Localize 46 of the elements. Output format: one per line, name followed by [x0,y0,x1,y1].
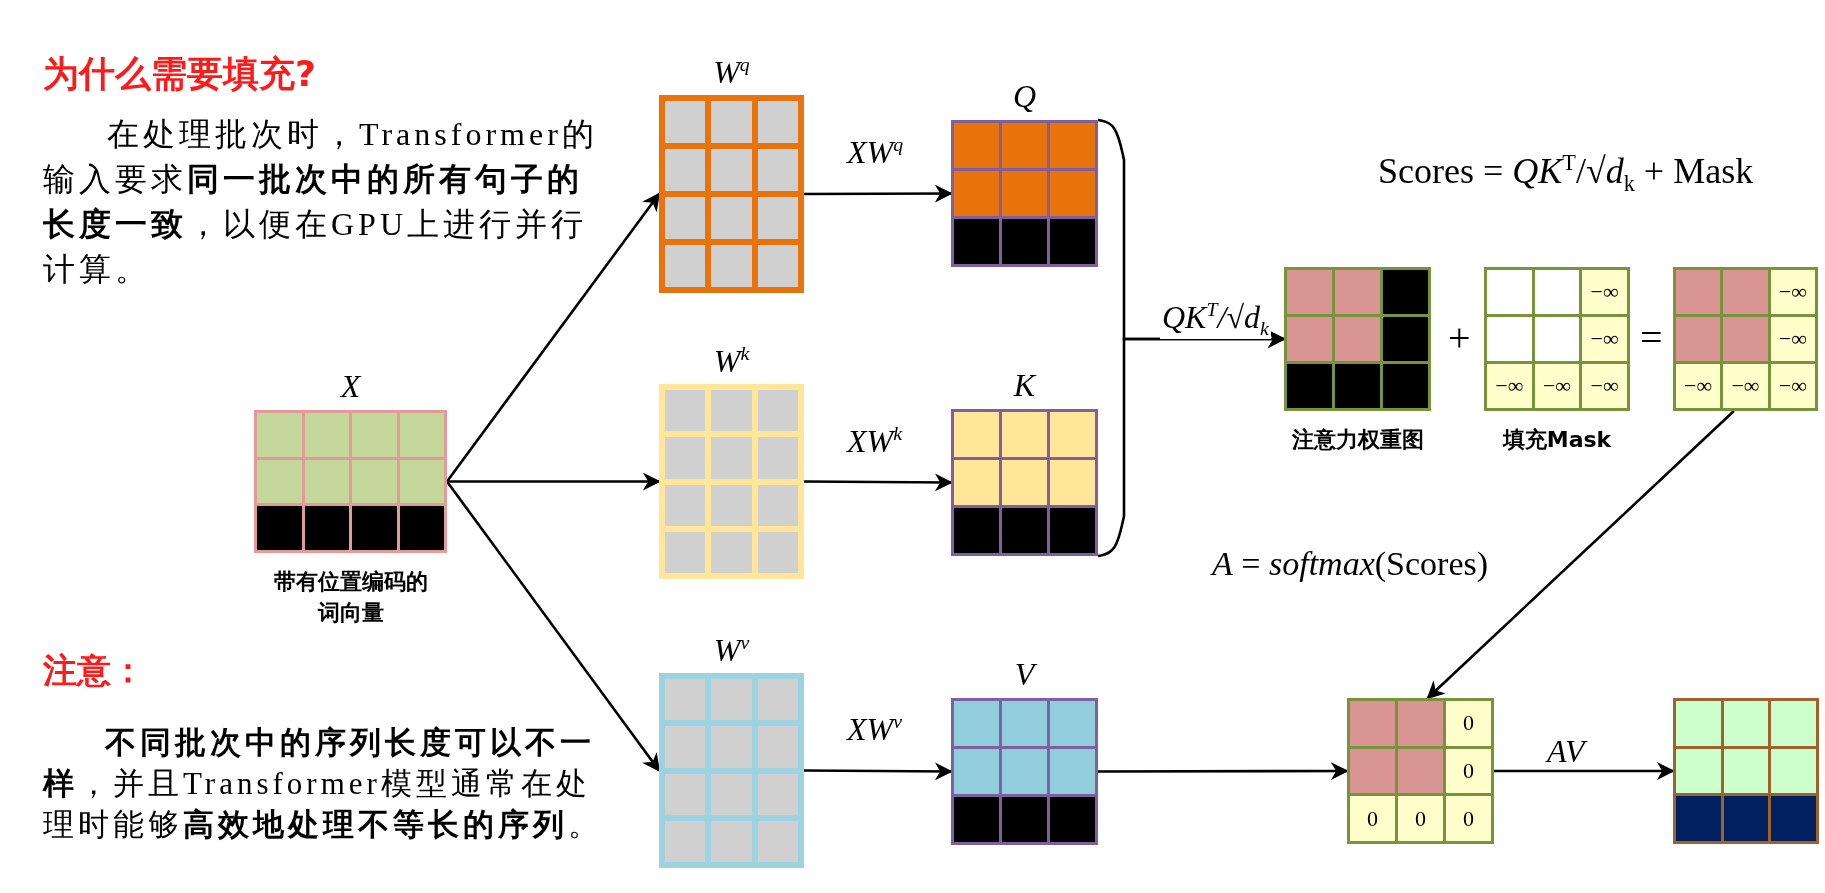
arrow [1098,762,1349,781]
arrow [445,480,661,772]
arrow [804,473,953,492]
matrix-label: W$^{v}$ [713,633,750,666]
arrow [447,472,661,491]
equals-sign: = [1640,318,1663,358]
matrix-label: W$^{k}$ [713,344,750,377]
paragraph: 不同批次中的序列长度可以不一样，并且Transformer模型通常在处理时能够高效地处理不等长的序列。 [43,724,603,844]
arrow [804,762,953,781]
cell-value: −∞ [1590,281,1619,303]
arrow [1097,330,1286,558]
section-heading: 为什么需要填充? [43,52,316,96]
matrix-label: Q [1012,80,1037,112]
paragraph: 在处理批次时，Transformer的输入要求同一批次中的所有句子的长度一致，以便在GPU上进行并行计算。 [43,115,599,289]
cell-value: 0 [1463,807,1474,830]
cell-value: −∞ [1778,375,1807,397]
matrix-label: K [1013,369,1036,401]
cell-value: 0 [1415,807,1426,830]
matrix-label: W$^{q}$ [713,55,750,88]
arrow [1494,762,1675,780]
section-heading: 注意： [43,649,145,692]
cell-value: 0 [1463,760,1474,782]
cell-value: −∞ [1731,375,1760,397]
matrix-label: X [340,370,361,402]
arrow [445,192,661,483]
matrix-caption: 带有位置编码的词向量 [272,568,429,627]
cell-value: −∞ [1590,375,1619,397]
scores-matrix [1673,267,1818,411]
cell-value: −∞ [1495,375,1524,397]
formula: Scores = QK$^{T}$/√d$_{k}$ + Mask [1378,150,1754,198]
matrix-caption: 注意力权重图 [1291,426,1424,454]
cell-value: −∞ [1778,281,1807,303]
plus-sign: + [1448,318,1471,358]
cell-value: 0 [1463,712,1474,735]
weights-matrix [1347,698,1494,844]
cell-value: −∞ [1778,328,1807,350]
arrow [804,184,953,203]
cell-value: −∞ [1684,375,1713,397]
cell-value: −∞ [1542,375,1572,397]
matrix-caption: 填充Mask [1502,426,1612,454]
cell-value: 0 [1367,807,1378,830]
arrow [1426,410,1735,700]
formula: A = softmax(Scores) [1212,545,1489,583]
cell-value: −∞ [1590,328,1619,350]
output-matrix [1673,698,1819,844]
edge-label: QK$^{T}$/√d$_{k}$ [1160,300,1271,339]
